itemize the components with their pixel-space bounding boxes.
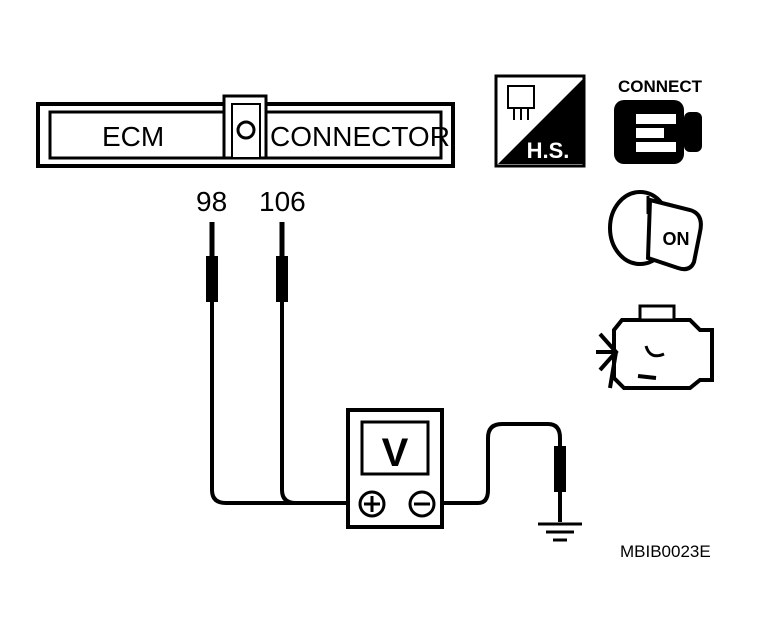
- harness-side-label: H.S.: [527, 138, 570, 163]
- figure-id: MBIB0023E: [620, 542, 711, 561]
- ignition-on-icon: ON: [608, 190, 703, 272]
- engine-running-icon: [596, 304, 714, 390]
- terminal-98-label: 98: [196, 186, 227, 217]
- voltmeter: V: [346, 408, 444, 529]
- ecm-label: ECM: [102, 121, 164, 152]
- ground-probe: [554, 446, 566, 522]
- connect-icon: CONNECT: [614, 77, 703, 164]
- probe-wires: [206, 222, 562, 505]
- ignition-on-label: ON: [663, 229, 690, 249]
- ecm-connector-block: ECM CONNECTOR: [36, 94, 455, 168]
- harness-side-icon: H.S.: [494, 74, 586, 168]
- probe-98: [206, 256, 218, 302]
- connector-label: CONNECTOR: [270, 121, 450, 152]
- meter-display: V: [382, 431, 409, 475]
- ground-icon: [538, 522, 582, 542]
- connector-latch-icon: [236, 120, 256, 140]
- terminal-106-label: 106: [259, 186, 306, 217]
- probe-106: [276, 256, 288, 302]
- connect-label: CONNECT: [618, 77, 703, 96]
